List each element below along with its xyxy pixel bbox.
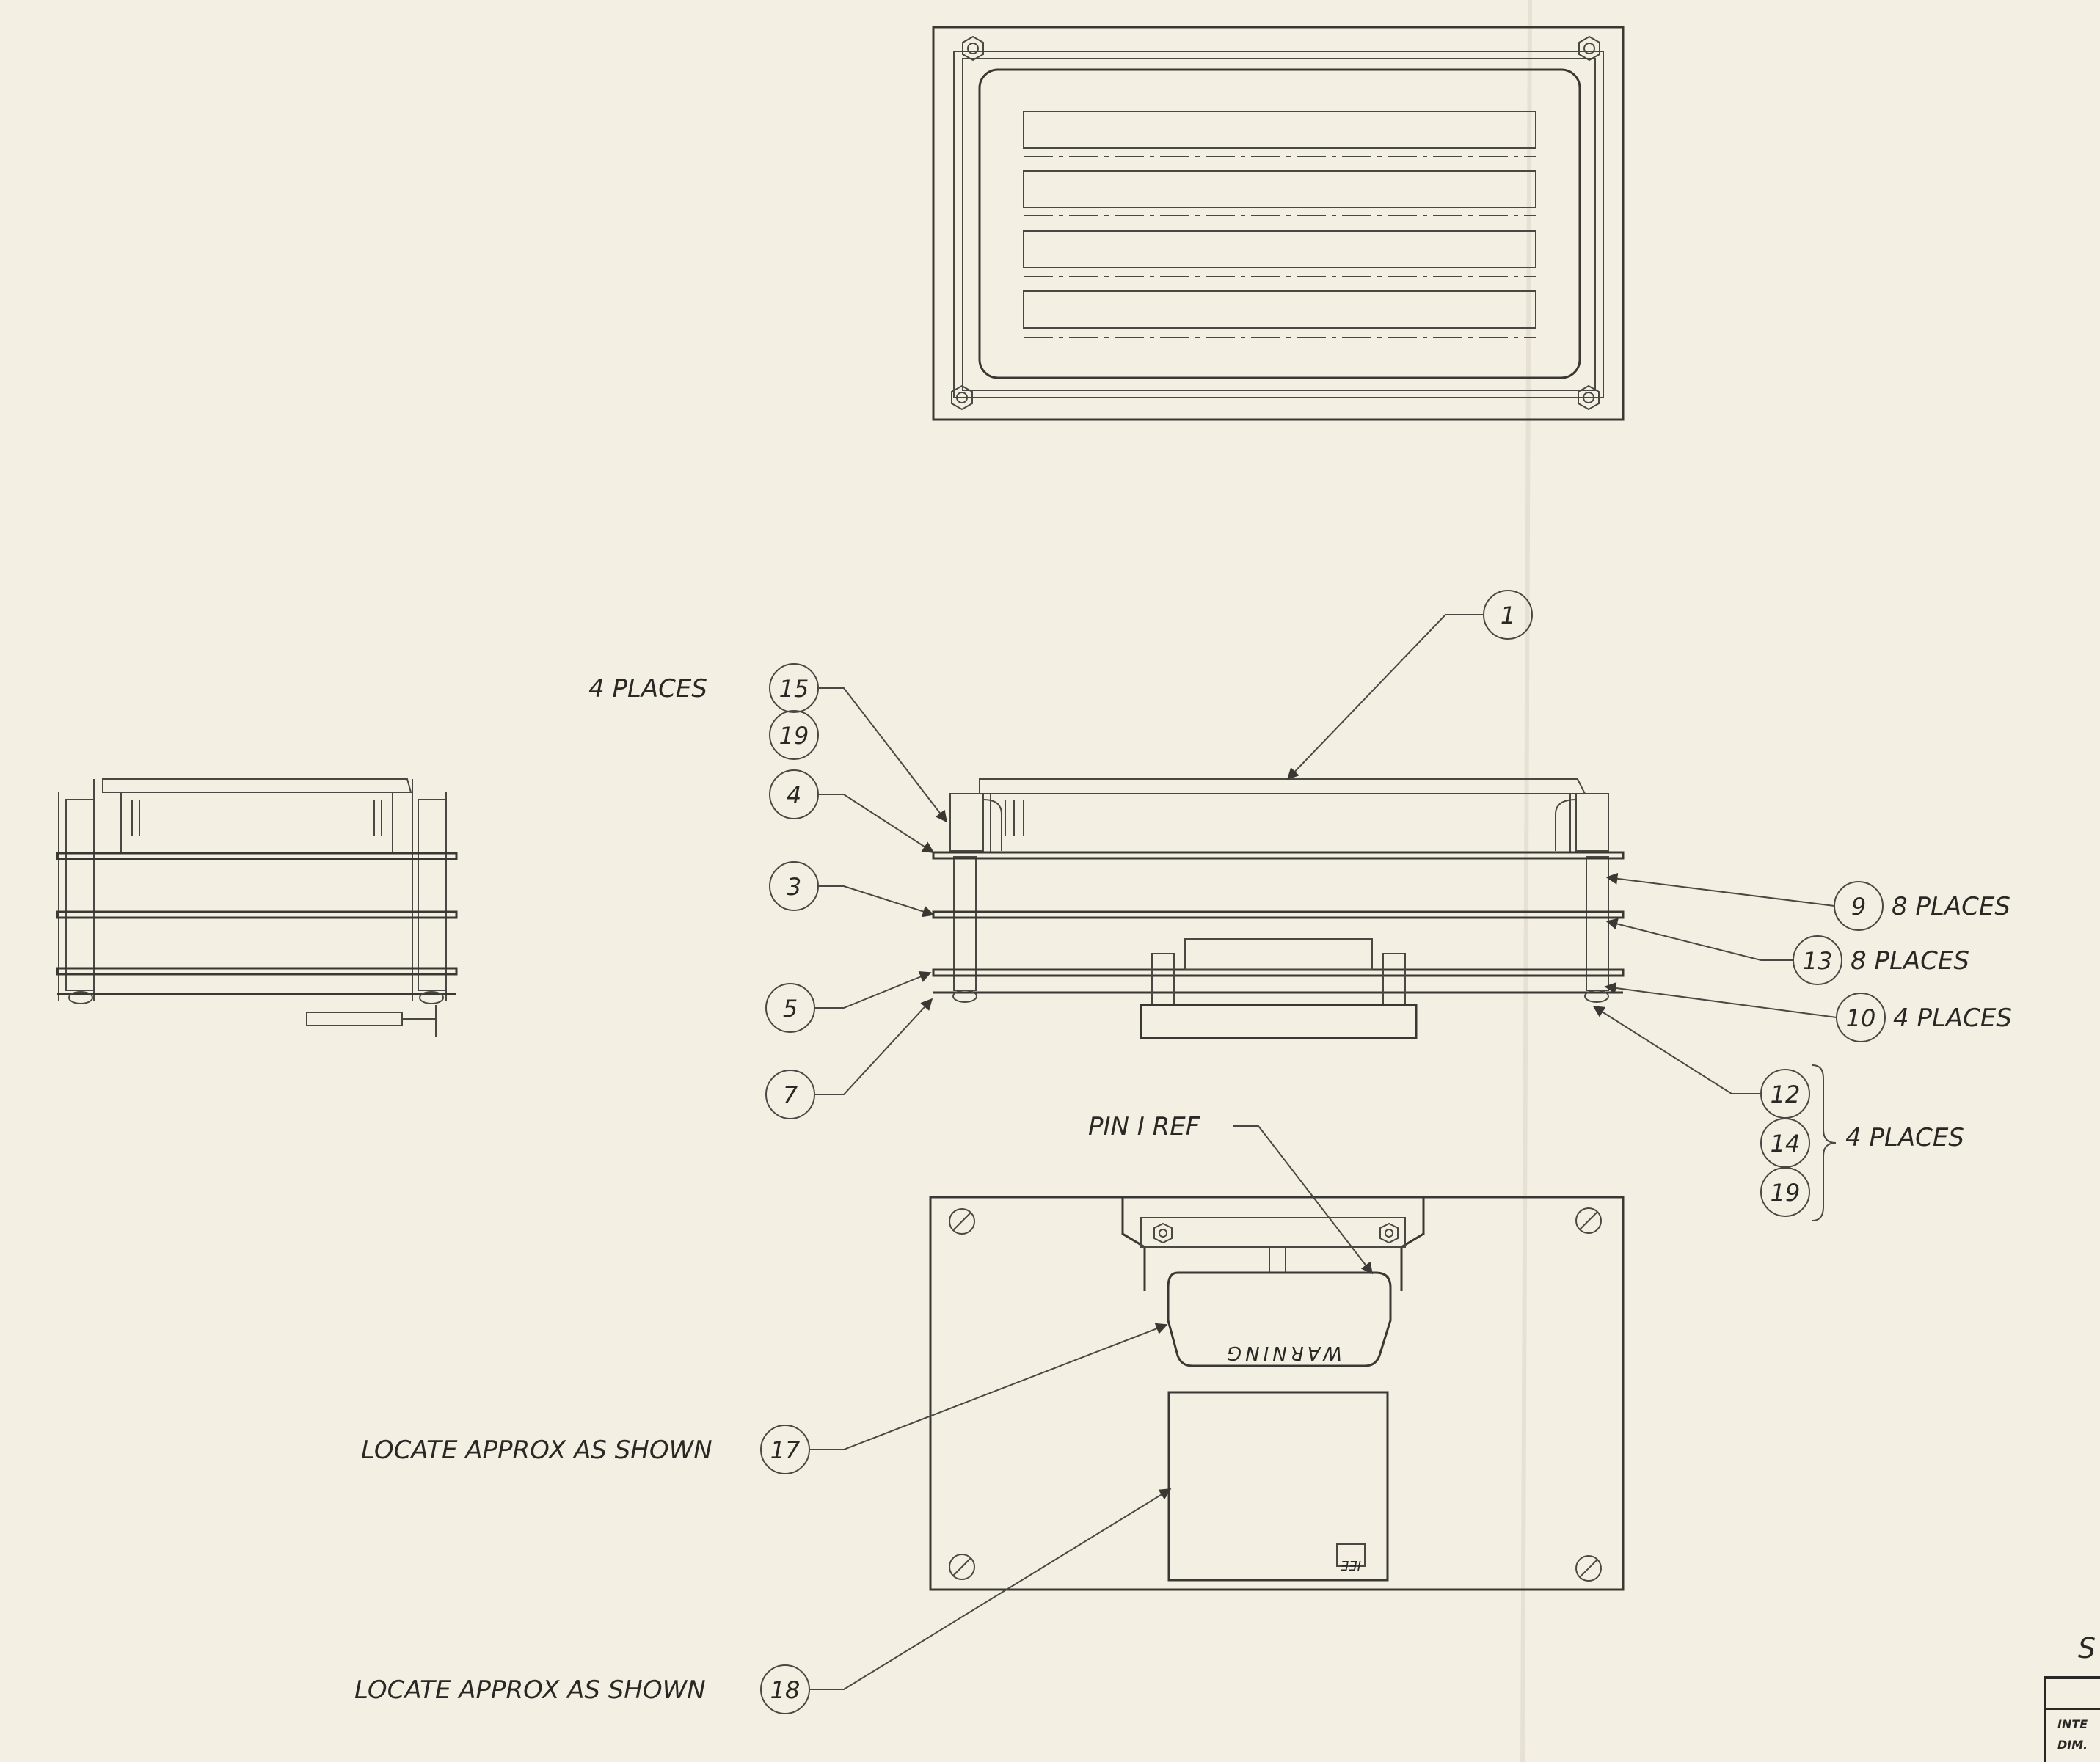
- balloon-15: 15: [769, 663, 819, 713]
- svg-text:18: 18: [770, 1676, 801, 1704]
- svg-text:7: 7: [783, 1081, 798, 1109]
- svg-text:15: 15: [779, 675, 809, 703]
- balloon-19: 19: [769, 710, 819, 760]
- balloon-9: 9: [1834, 881, 1884, 931]
- title-block-dim: DIM.: [2057, 1738, 2088, 1752]
- balloon-10: 10: [1836, 993, 1886, 1042]
- svg-text:9: 9: [1851, 893, 1866, 921]
- paper-fold-line: [1520, 0, 1532, 1762]
- hex-nut-icon: [962, 35, 984, 62]
- top-view: [932, 26, 1625, 421]
- hex-nut-icon: [1578, 35, 1600, 62]
- svg-text:10: 10: [1846, 1004, 1876, 1032]
- balloon-1: 1: [1483, 590, 1533, 640]
- locate-label: LOCATE APPROX AS SHOWN: [354, 1675, 706, 1705]
- balloon-4: 4: [769, 769, 819, 819]
- balloon-7: 7: [765, 1070, 815, 1119]
- balloon-14: 14: [1760, 1118, 1810, 1168]
- svg-text:13: 13: [1803, 947, 1833, 975]
- svg-text:19: 19: [779, 722, 809, 750]
- balloon-19: 19: [1760, 1167, 1810, 1217]
- four-places-label: 4 PLACES: [1893, 1004, 2012, 1033]
- balloon-5: 5: [765, 983, 815, 1033]
- locate-label: LOCATE APPROX AS SHOWN: [361, 1436, 712, 1465]
- balloon-3: 3: [769, 861, 819, 911]
- eight-places-label: 8 PLACES: [1892, 892, 2010, 921]
- screw-head-icon: [949, 1554, 975, 1580]
- screw-head-icon: [1575, 1207, 1602, 1234]
- balloon-12: 12: [1760, 1069, 1810, 1119]
- warning-text: WARNING: [1223, 1342, 1342, 1364]
- screw-head-icon: [1575, 1555, 1602, 1582]
- hex-nut-icon: [951, 384, 973, 411]
- eight-places-label: 8 PLACES: [1851, 946, 1969, 976]
- svg-text:5: 5: [783, 995, 798, 1023]
- iee-logo-text: IEE: [1340, 1557, 1361, 1573]
- svg-text:4: 4: [787, 781, 801, 809]
- svg-text:1: 1: [1501, 602, 1515, 629]
- balloon-13: 13: [1793, 935, 1842, 985]
- svg-text:12: 12: [1771, 1081, 1801, 1108]
- svg-text:14: 14: [1771, 1130, 1801, 1158]
- top-view-slots: [1023, 111, 1536, 338]
- brace: [1812, 1064, 1837, 1221]
- balloon-17: 17: [760, 1425, 810, 1474]
- four-places-label: 4 PLACES: [1845, 1123, 1964, 1152]
- title-block-partial-text: S: [2078, 1632, 2096, 1664]
- hex-nut-icon: [1578, 384, 1600, 411]
- svg-text:3: 3: [787, 873, 801, 901]
- bottom-view: WARNING IEE: [929, 1196, 1625, 1591]
- hex-nut-icon: [1379, 1222, 1399, 1244]
- screw-head-icon: [949, 1208, 975, 1235]
- svg-text:19: 19: [1771, 1179, 1801, 1207]
- svg-text:17: 17: [770, 1436, 801, 1464]
- front-view: [932, 778, 1625, 1039]
- pin-ref-label: PIN I REF: [1088, 1112, 1200, 1141]
- balloon-18: 18: [760, 1664, 810, 1714]
- hex-nut-icon: [1153, 1222, 1173, 1244]
- title-block-inte: INTE: [2057, 1717, 2088, 1731]
- left-side-view: [56, 778, 458, 1037]
- four-places-label: 4 PLACES: [588, 674, 707, 703]
- title-block: INTE DIM.: [2044, 1676, 2100, 1762]
- leader-lines: [809, 614, 1837, 1690]
